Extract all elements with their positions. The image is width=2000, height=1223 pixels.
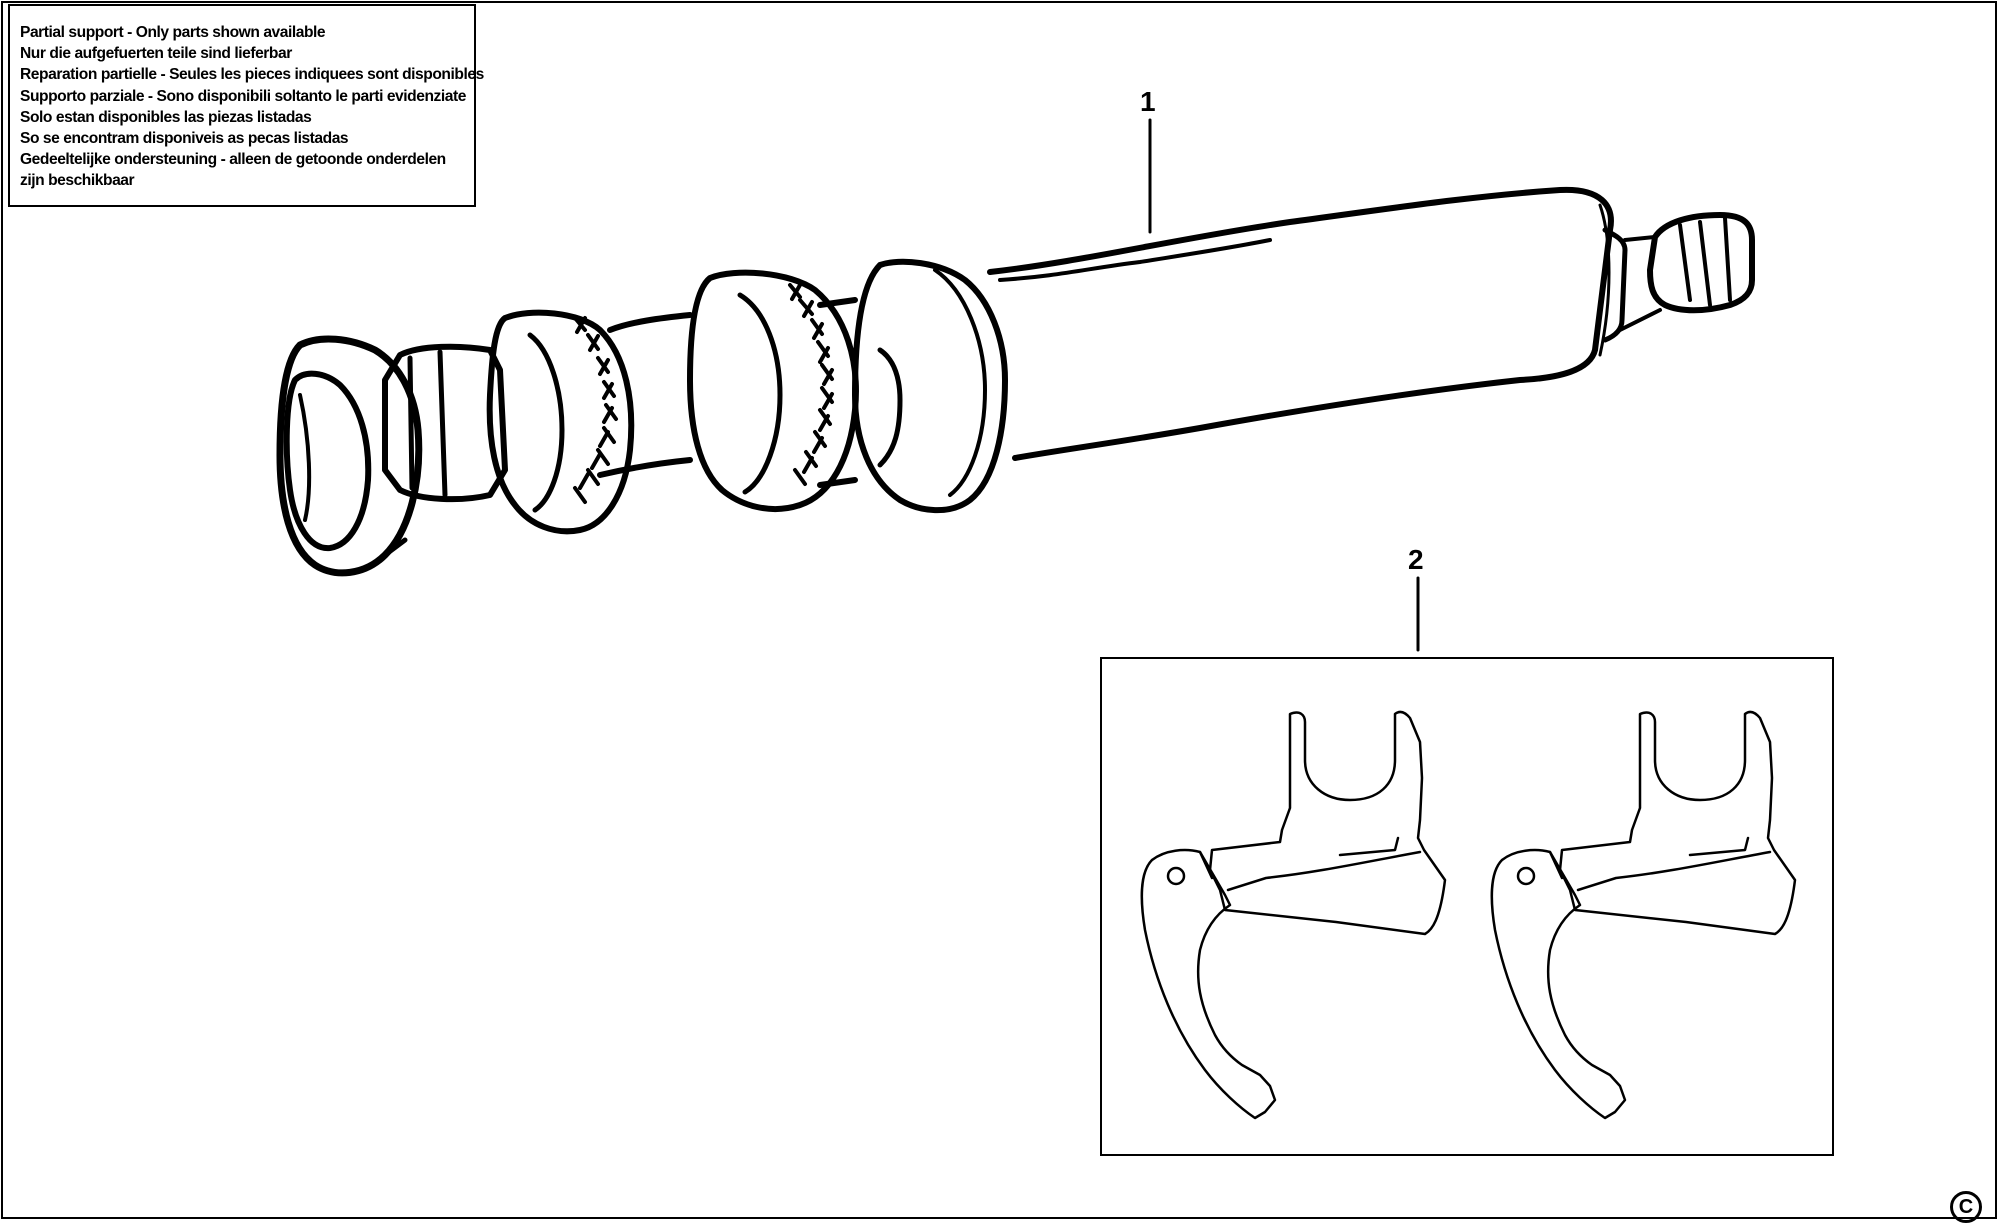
notice-line-de: Nur die aufgefuerten teile sind lieferba…: [20, 45, 292, 63]
shift-fork-right-drawing: [1490, 710, 1797, 1120]
notice-line-en: Partial support - Only parts shown avail…: [20, 24, 326, 41]
notice-line-fr: Reparation partielle - Seules les pieces…: [20, 66, 484, 84]
notice-line-nl: Gedeeltelijke ondersteuning - alleen de …: [20, 151, 446, 169]
notice-line-nl-cont: zijn beschikbaar: [20, 172, 135, 190]
shaft-second-nut: [486, 309, 635, 535]
notice-line-it: Supporto parziale - Sono disponibili sol…: [20, 87, 466, 105]
callout-part-1: 1: [1140, 86, 1156, 117]
part-2-inset-frame: [1100, 657, 1834, 1156]
shaft-tube: [987, 186, 1614, 461]
shaft-hex-body: [382, 343, 508, 503]
notice-line-es: Solo estan disponibles las piezas listad…: [20, 108, 312, 126]
shaft-end-fitting: [1647, 212, 1755, 314]
shaft-collar: [852, 258, 1008, 514]
shaft-knurled-nut: [687, 269, 859, 513]
knurl-pattern: [788, 283, 834, 486]
copyright-icon: C: [1950, 1191, 1982, 1223]
shift-fork-left-drawing: [1140, 710, 1447, 1120]
availability-notice: Partial support - Only parts shown avail…: [8, 4, 484, 207]
notice-line-pt: So se encontram disponiveis as pecas lis…: [20, 130, 349, 148]
spindle-assembly-drawing: [276, 186, 1755, 577]
callout-part-2: 2: [1408, 544, 1424, 575]
